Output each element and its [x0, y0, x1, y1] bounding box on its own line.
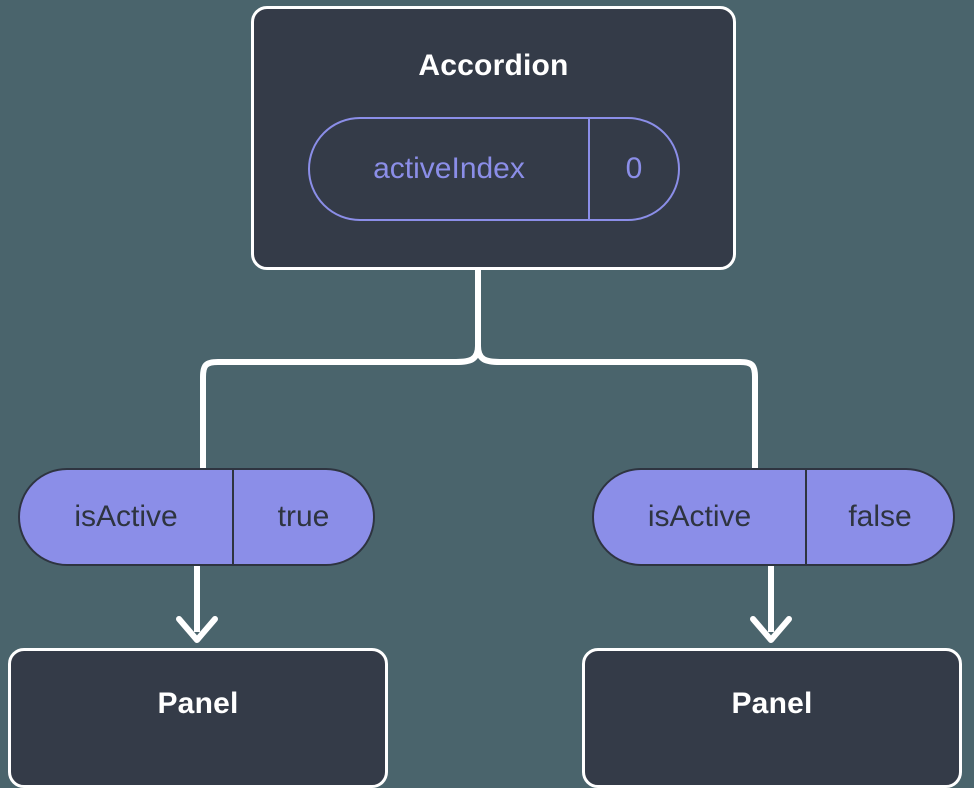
prop-pill-is-active-false[interactable]: isActive false	[592, 468, 955, 566]
arrow-right-head-icon	[750, 616, 792, 643]
prop-pill-key: isActive	[594, 470, 807, 564]
state-pill-value: 0	[625, 152, 643, 185]
prop-pill-key: isActive	[20, 470, 234, 564]
node-panel-right[interactable]: Panel	[582, 648, 962, 788]
prop-pill-is-active-true[interactable]: isActive true	[18, 468, 375, 566]
prop-pill-value: true	[277, 500, 330, 533]
node-accordion[interactable]: Accordion	[251, 6, 736, 270]
connector-branch-left	[200, 345, 481, 468]
node-panel-right-title: Panel	[731, 687, 813, 720]
connector-branch-right	[475, 345, 758, 468]
node-panel-left[interactable]: Panel	[8, 648, 388, 788]
arrow-left-head-icon	[176, 616, 218, 643]
state-pill-active-index[interactable]: activeIndex 0	[308, 117, 680, 221]
state-pill-key: activeIndex	[310, 119, 590, 219]
prop-pill-value: false	[848, 500, 912, 533]
node-panel-left-title: Panel	[157, 687, 239, 720]
component-state-diagram: Accordion activeIndex 0 isActive true Pa…	[8, 6, 962, 788]
node-accordion-title: Accordion	[418, 49, 569, 82]
